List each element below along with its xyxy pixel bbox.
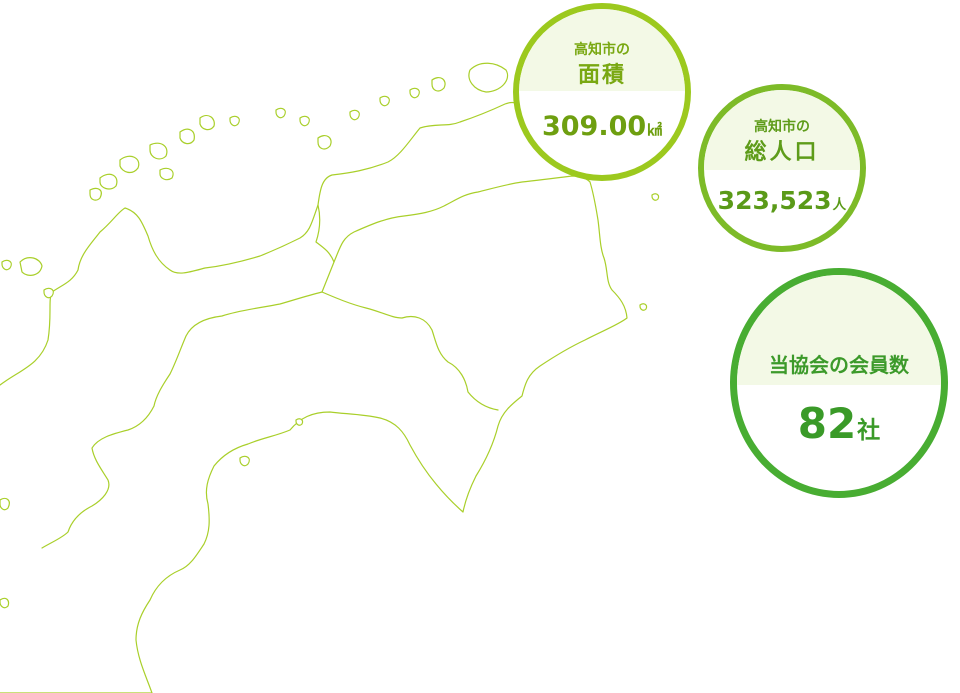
members-unit: 社 [857,418,881,444]
island [179,128,195,145]
island [239,455,250,467]
island [159,167,174,181]
island [43,287,54,299]
stat-label-members: 当協会の会員数 [769,353,909,377]
island [89,187,102,201]
island [317,134,332,150]
island [149,142,168,160]
city-population-stat: 高知市の 総人口 323,523人 [698,84,866,252]
island [468,62,509,93]
stat-header-background [519,9,685,91]
population-unit: 人 [832,197,847,213]
population-number: 323,523 [717,186,832,215]
island [409,87,420,99]
stat-header-background [704,90,860,170]
island [199,114,215,131]
island [349,109,360,121]
stat-header-background [737,275,941,385]
stat-label-population: 総人口 [744,140,820,165]
island [0,497,10,511]
island [651,193,660,201]
island [299,115,310,127]
island [1,259,12,271]
island [99,173,118,190]
island [119,155,140,174]
members-value: 82社 [737,399,941,448]
border-tokushima-kochi [321,291,499,411]
stat-label-city: 高知市の [574,42,630,58]
border-ehime-kagawa [41,204,335,549]
population-value: 323,523人 [704,186,860,215]
island [229,115,240,127]
island [379,95,390,107]
island [0,597,10,609]
island [431,76,446,92]
city-area-stat: 高知市の 面積 309.00㎢ [513,3,691,181]
area-unit: ㎢ [647,121,663,139]
border-kagawa-tokushima [333,175,591,263]
island [19,257,43,276]
association-members-stat: 当協会の会員数 82社 [730,268,948,498]
island [639,303,648,311]
area-value: 309.00㎢ [519,111,685,142]
stat-label-city: 高知市の [754,119,810,135]
area-number: 309.00 [541,111,647,142]
coastline [0,102,628,693]
stat-label-area: 面積 [577,63,626,88]
island [275,107,286,119]
island [295,418,304,426]
members-number: 82 [797,399,857,448]
